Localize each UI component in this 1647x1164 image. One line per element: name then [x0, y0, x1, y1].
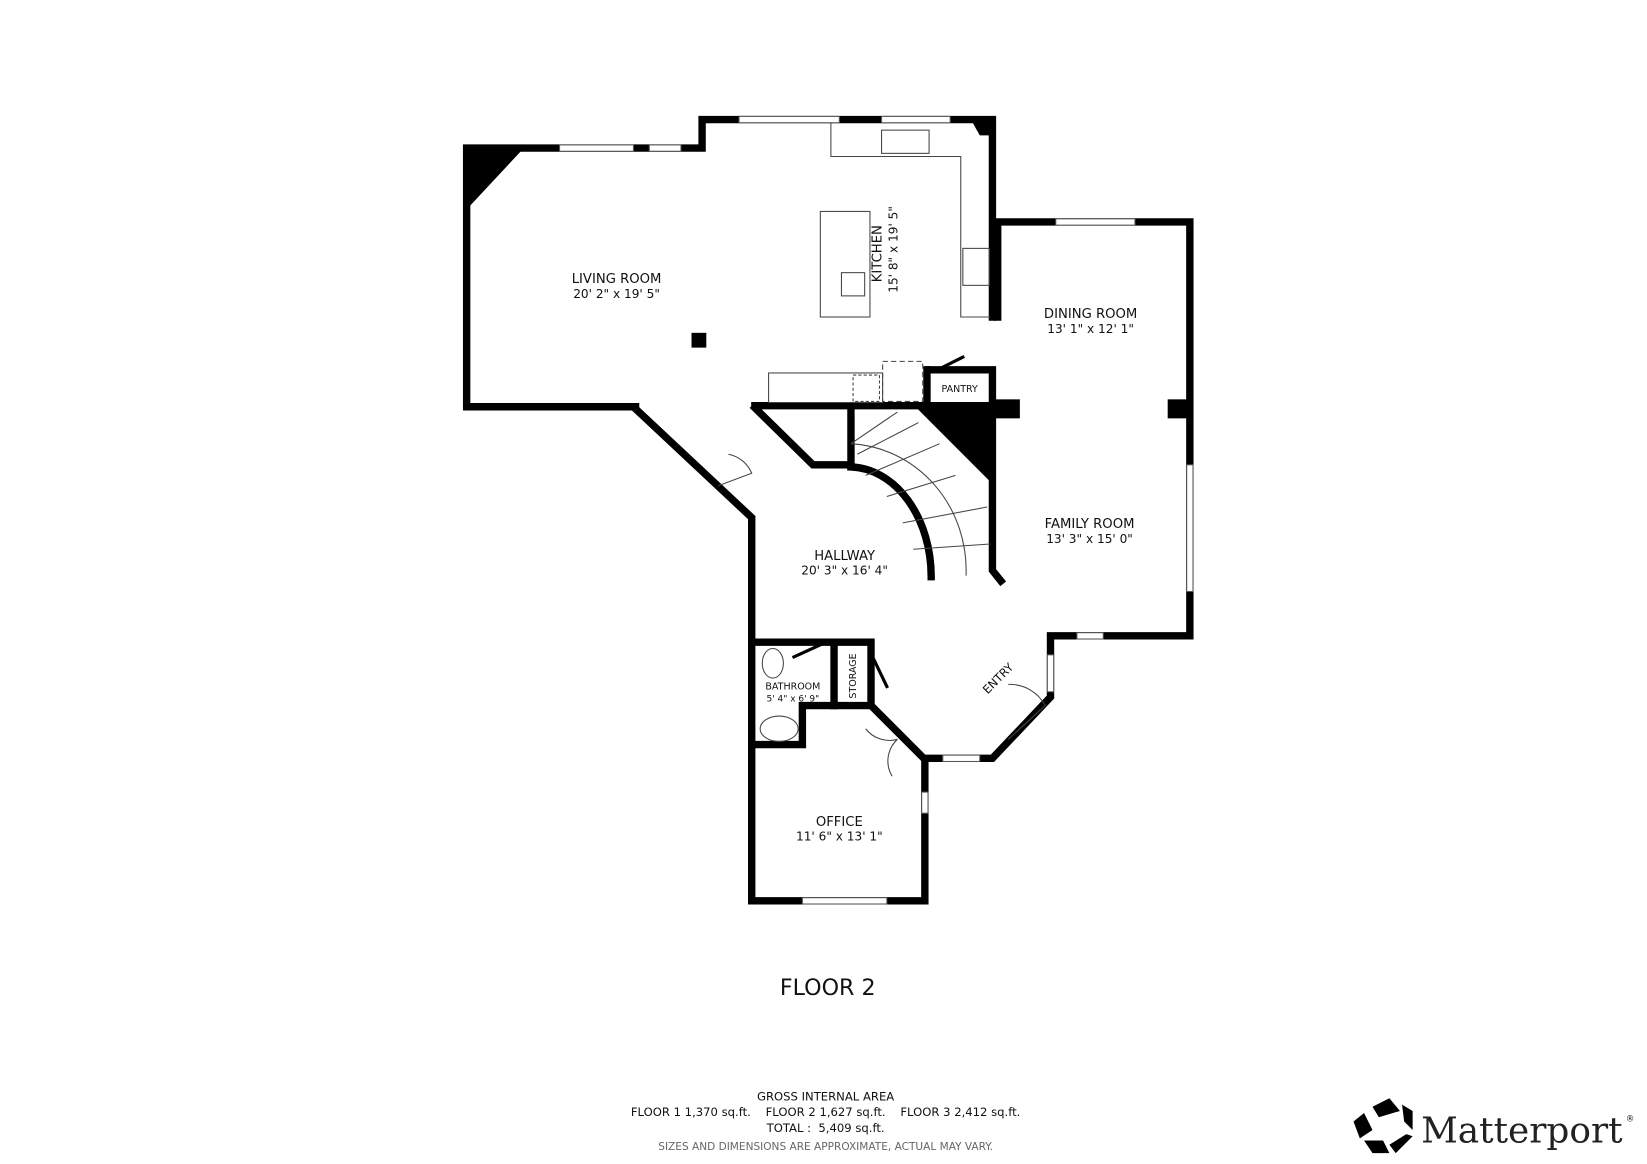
room-dims-kitchen: 15' 8" x 19' 5" — [886, 206, 900, 293]
fixtures — [717, 122, 1046, 777]
room-name-storage: STORAGE — [848, 653, 859, 698]
area-heading: GROSS INTERNAL AREA — [757, 1089, 894, 1103]
room-dims-bathroom: 5' 4" x 6' 9" — [767, 694, 820, 704]
stove-icon — [962, 247, 990, 286]
windows — [559, 115, 1194, 905]
area-total: TOTAL : 5,409 sq.ft. — [766, 1121, 885, 1135]
room-name-hallway: HALLWAY — [814, 549, 876, 564]
room-dims-office: 11' 6" x 13' 1" — [796, 830, 883, 844]
gross-area: GROSS INTERNAL AREA FLOOR 1 1,370 sq.ft.… — [631, 1089, 1021, 1153]
room-name-family-room: FAMILY ROOM — [1045, 517, 1135, 532]
matterport-logo: Matterport ® — [1353, 1098, 1634, 1154]
room-name-bathroom: BATHROOM — [765, 682, 820, 693]
matterport-wordmark: Matterport — [1421, 1111, 1623, 1152]
room-dims-hallway: 20' 3" x 16' 4" — [801, 564, 888, 578]
matterport-logo-icon — [1353, 1098, 1413, 1154]
room-name-living-room: LIVING ROOM — [572, 272, 662, 287]
room-dims-dining-room: 13' 1" x 12' 1" — [1047, 322, 1134, 336]
area-disclaimer: SIZES AND DIMENSIONS ARE APPROXIMATE, AC… — [658, 1141, 993, 1153]
room-name-pantry: PANTRY — [942, 384, 979, 395]
room-labels: LIVING ROOM 20' 2" x 19' 5" KITCHEN 15' … — [572, 206, 1138, 844]
floor-title: FLOOR 2 — [780, 975, 876, 1001]
room-name-kitchen: KITCHEN — [871, 225, 886, 282]
room-name-office: OFFICE — [816, 815, 863, 830]
toilet-icon — [761, 647, 784, 679]
matterport-registered-mark: ® — [1626, 1113, 1634, 1123]
kitchen-island — [819, 210, 871, 318]
bathtub-icon — [759, 715, 799, 742]
room-name-dining-room: DINING ROOM — [1044, 307, 1137, 322]
area-floors: FLOOR 1 1,370 sq.ft. FLOOR 2 1,627 sq.ft… — [631, 1105, 1021, 1119]
room-dims-living-room: 20' 2" x 19' 5" — [573, 287, 660, 301]
walls — [462, 115, 1194, 905]
room-name-entry: ENTRY — [980, 660, 1017, 697]
room-dims-family-room: 13' 3" x 15' 0" — [1046, 532, 1133, 546]
